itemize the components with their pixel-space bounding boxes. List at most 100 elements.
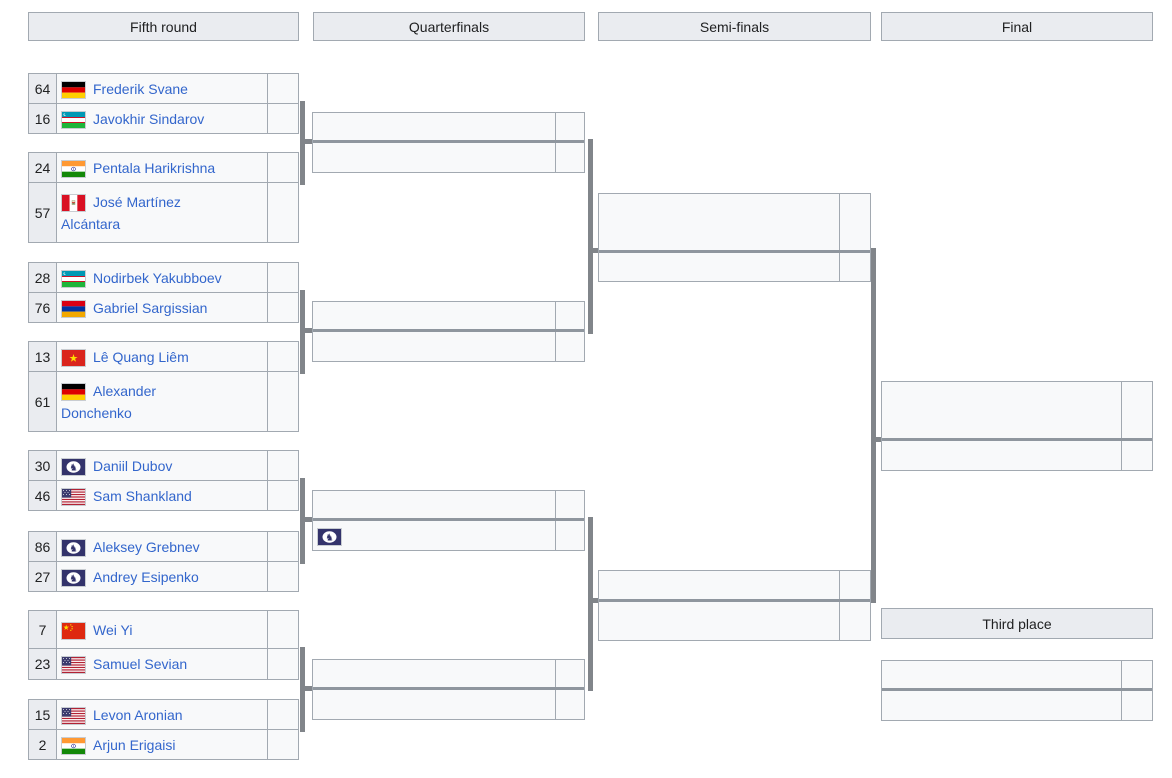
svg-text:♞: ♞	[69, 543, 78, 554]
round-header-final: Final	[881, 12, 1153, 41]
svg-text:♞: ♞	[69, 462, 78, 473]
player-cell: Lê Quang Liêm	[57, 342, 267, 371]
player-row: 13 Lê Quang Liêm	[29, 342, 298, 372]
seed-cell: 27	[29, 562, 57, 591]
score-cell	[267, 263, 298, 292]
flag-armenia-icon	[61, 299, 86, 318]
player-name-link[interactable]: Wei Yi	[93, 621, 133, 638]
seed-cell: 57	[29, 183, 57, 242]
player-cell	[313, 491, 555, 518]
bracket-connector	[588, 517, 593, 691]
player-row	[313, 491, 584, 521]
score-cell	[555, 660, 584, 687]
player-cell: Wei Yi	[57, 611, 267, 648]
player-cell: Alexander Donchenko	[57, 372, 267, 431]
seed-cell: 13	[29, 342, 57, 371]
match-box: 64 Frederik Svane 16 Javokhir Sindarov	[28, 73, 299, 134]
player-cell	[599, 253, 839, 281]
player-row	[882, 691, 1152, 720]
player-name-link[interactable]: Frederik Svane	[93, 80, 188, 97]
player-row: 2 Arjun Erigaisi	[29, 730, 298, 759]
player-name-link[interactable]: José Martínez Alcántara	[61, 193, 181, 232]
player-row: 23 Samuel Sevian	[29, 649, 298, 679]
player-row: 46 Sam Shankland	[29, 481, 298, 510]
score-cell	[555, 332, 584, 361]
player-row	[882, 441, 1152, 470]
bracket-connector	[305, 517, 312, 522]
score-cell	[267, 532, 298, 561]
player-row: 15 Levon Aronian	[29, 700, 298, 730]
match-box: 15 Levon Aronian 2 Arjun Erigaisi	[28, 699, 299, 760]
seed-cell: 46	[29, 481, 57, 510]
score-cell	[267, 562, 298, 591]
player-name-link[interactable]: Andrey Esipenko	[93, 568, 199, 585]
player-name-link[interactable]: Sam Shankland	[93, 487, 192, 504]
player-name-link[interactable]: Pentala Harikrishna	[93, 159, 216, 176]
flag-peru-icon	[61, 193, 86, 212]
player-cell	[313, 660, 555, 687]
player-cell	[313, 113, 555, 140]
score-cell	[555, 521, 584, 550]
score-cell	[1121, 691, 1152, 720]
player-name-link[interactable]: Levon Aronian	[93, 706, 183, 723]
score-cell	[839, 253, 870, 281]
match-box	[312, 112, 585, 173]
player-name-link[interactable]: Gabriel Sargissian	[93, 299, 208, 316]
player-cell	[882, 441, 1121, 470]
player-row: 7 Wei Yi	[29, 611, 298, 649]
player-row	[882, 661, 1152, 691]
round-header-quarterfinals: Quarterfinals	[313, 12, 585, 41]
player-cell: Nodirbek Yakubboev	[57, 263, 267, 292]
seed-cell: 23	[29, 649, 57, 679]
player-row: 16 Javokhir Sindarov	[29, 104, 298, 133]
score-cell	[555, 113, 584, 140]
score-cell	[1121, 441, 1152, 470]
match-box	[881, 660, 1153, 721]
player-row	[599, 194, 870, 253]
flag-fide-icon: ♞	[61, 457, 86, 476]
player-cell: Javokhir Sindarov	[57, 104, 267, 133]
player-row: 61 Alexander Donchenko	[29, 372, 298, 431]
seed-cell: 7	[29, 611, 57, 648]
score-cell	[267, 183, 298, 242]
player-row	[313, 113, 584, 143]
flag-usa-icon	[61, 706, 86, 725]
seed-cell: 30	[29, 451, 57, 480]
score-cell	[267, 649, 298, 679]
score-cell	[267, 451, 298, 480]
player-row	[599, 253, 870, 281]
player-name-link[interactable]: Alexander Donchenko	[61, 382, 157, 421]
player-row: 57 José Martínez Alcántara	[29, 183, 298, 242]
match-box: 30 ♞ Daniil Dubov 46 Sam Shankland	[28, 450, 299, 511]
match-box: 13 Lê Quang Liêm 61 Alexander Donchenko	[28, 341, 299, 432]
bracket-connector	[300, 101, 305, 185]
player-cell: Gabriel Sargissian	[57, 293, 267, 322]
score-cell	[267, 342, 298, 371]
player-row	[882, 382, 1152, 441]
player-name-link[interactable]: Lê Quang Liêm	[93, 348, 189, 365]
player-cell: Sam Shankland	[57, 481, 267, 510]
score-cell	[267, 700, 298, 729]
player-name-link[interactable]: Samuel Sevian	[93, 656, 188, 672]
round-header-semifinals: Semi-finals	[598, 12, 871, 41]
score-cell	[839, 194, 870, 250]
score-cell	[555, 690, 584, 719]
flag-vietnam-icon	[61, 348, 86, 367]
player-name-link[interactable]: Aleksey Grebnev	[93, 538, 200, 555]
player-cell	[313, 332, 555, 361]
player-cell	[882, 661, 1121, 688]
round-header-fifth-round: Fifth round	[28, 12, 299, 41]
player-row: 24 Pentala Harikrishna	[29, 153, 298, 183]
player-name-link[interactable]: Javokhir Sindarov	[93, 110, 205, 127]
player-name-link[interactable]: Daniil Dubov	[93, 457, 173, 474]
player-row	[313, 332, 584, 361]
bracket-connector	[593, 248, 598, 253]
flag-uzbekistan-icon	[61, 110, 86, 129]
player-name-link[interactable]: Arjun Erigaisi	[93, 736, 176, 753]
match-box: 86 ♞Aleksey Grebnev 27 ♞Andrey Esipenko	[28, 531, 299, 592]
player-row: 76 Gabriel Sargissian	[29, 293, 298, 322]
player-name-link[interactable]: Nodirbek Yakubboev	[93, 269, 222, 286]
player-cell	[313, 302, 555, 329]
seed-cell: 76	[29, 293, 57, 322]
match-box	[881, 381, 1153, 471]
